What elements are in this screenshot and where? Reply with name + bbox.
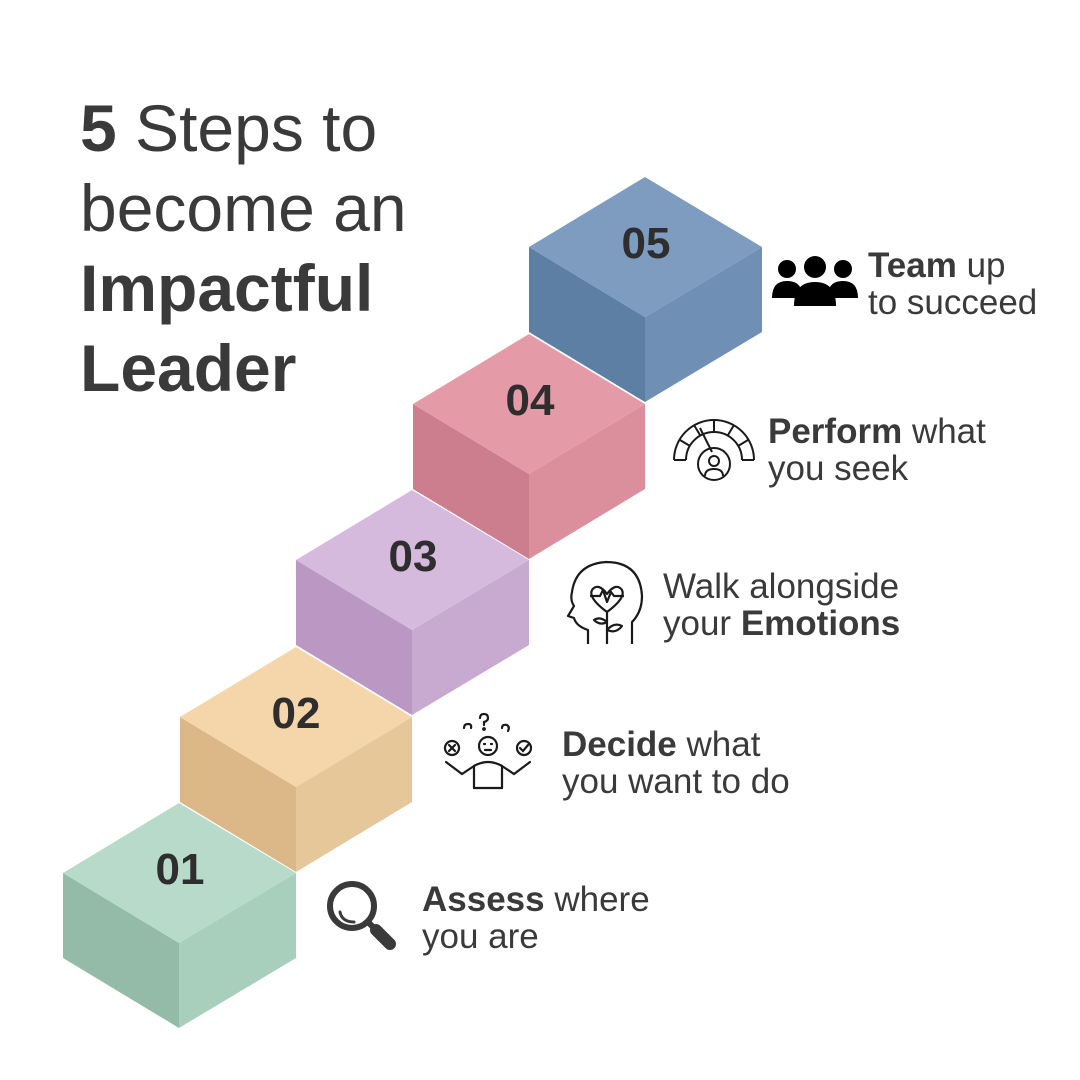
step-04-keyword: Perform (768, 412, 903, 451)
team-icon (772, 256, 858, 306)
step-05-text-2: to succeed (868, 283, 1038, 322)
step-01-text-1: where (544, 880, 650, 919)
step-label-04: Perform what you seek (768, 413, 986, 487)
step-01-top-face (63, 803, 296, 943)
step-04-right-face (529, 404, 645, 559)
step-number-03: 03 (389, 532, 438, 581)
step-02-left-face (180, 717, 296, 872)
step-05-right-face (645, 247, 762, 402)
step-01-right-face (179, 873, 296, 1028)
title-line-3: Impactful (80, 251, 374, 325)
head-heart-icon (566, 560, 644, 644)
step-number-04: 04 (506, 376, 555, 425)
title-line-2: become an (80, 171, 407, 245)
page-title: 5 Steps to become an Impactful Leader (80, 88, 407, 408)
step-02-text-1: what (676, 725, 761, 764)
performance-gauge-icon (673, 419, 755, 481)
step-label-01: Assess where you are (422, 881, 650, 955)
step-04-left-face (413, 404, 529, 559)
step-02-top-face (180, 647, 412, 787)
title-line-1: 5 Steps to (80, 88, 407, 168)
step-block-03: 03 (296, 490, 529, 715)
step-04-text-2: you seek (768, 449, 909, 488)
step-label-05: Team up to succeed (868, 247, 1037, 321)
step-02-keyword: Decide (562, 725, 677, 764)
decision-person-icon (443, 712, 533, 790)
step-label-03: Walk alongside your Emotions (663, 568, 900, 642)
step-03-keyword-2: Emotions (740, 604, 901, 643)
title-number: 5 (80, 91, 117, 165)
step-03-text-1: Walk alongside (663, 567, 900, 606)
step-01-keyword: Assess (422, 880, 545, 919)
step-block-01: 01 (63, 803, 296, 1028)
step-03-text-2: your (663, 604, 741, 643)
step-05-keyword: Team (868, 246, 957, 285)
step-number-01: 01 (156, 845, 205, 894)
step-02-right-face (296, 717, 412, 872)
title-line-1-text: Steps to (116, 91, 378, 165)
step-number-05: 05 (622, 219, 671, 268)
step-01-text-2: you are (422, 917, 539, 956)
step-04-top-face (413, 334, 645, 474)
step-01-left-face (63, 873, 179, 1028)
step-03-top-face (296, 490, 529, 630)
step-05-top-face (529, 177, 762, 317)
step-block-05: 05 (529, 177, 762, 402)
step-04-text-1: what (902, 412, 986, 451)
magnifier-icon (327, 881, 396, 950)
step-03-left-face (296, 560, 412, 715)
step-05-left-face (529, 247, 645, 402)
step-05-text-1: up (956, 246, 1006, 285)
step-02-text-2: you want to do (562, 762, 790, 801)
step-number-02: 02 (272, 689, 321, 738)
step-block-04: 04 (413, 334, 645, 559)
title-line-4: Leader (80, 331, 297, 405)
step-label-02: Decide what you want to do (562, 726, 790, 800)
step-block-02: 02 (180, 647, 412, 872)
step-03-right-face (412, 560, 529, 715)
